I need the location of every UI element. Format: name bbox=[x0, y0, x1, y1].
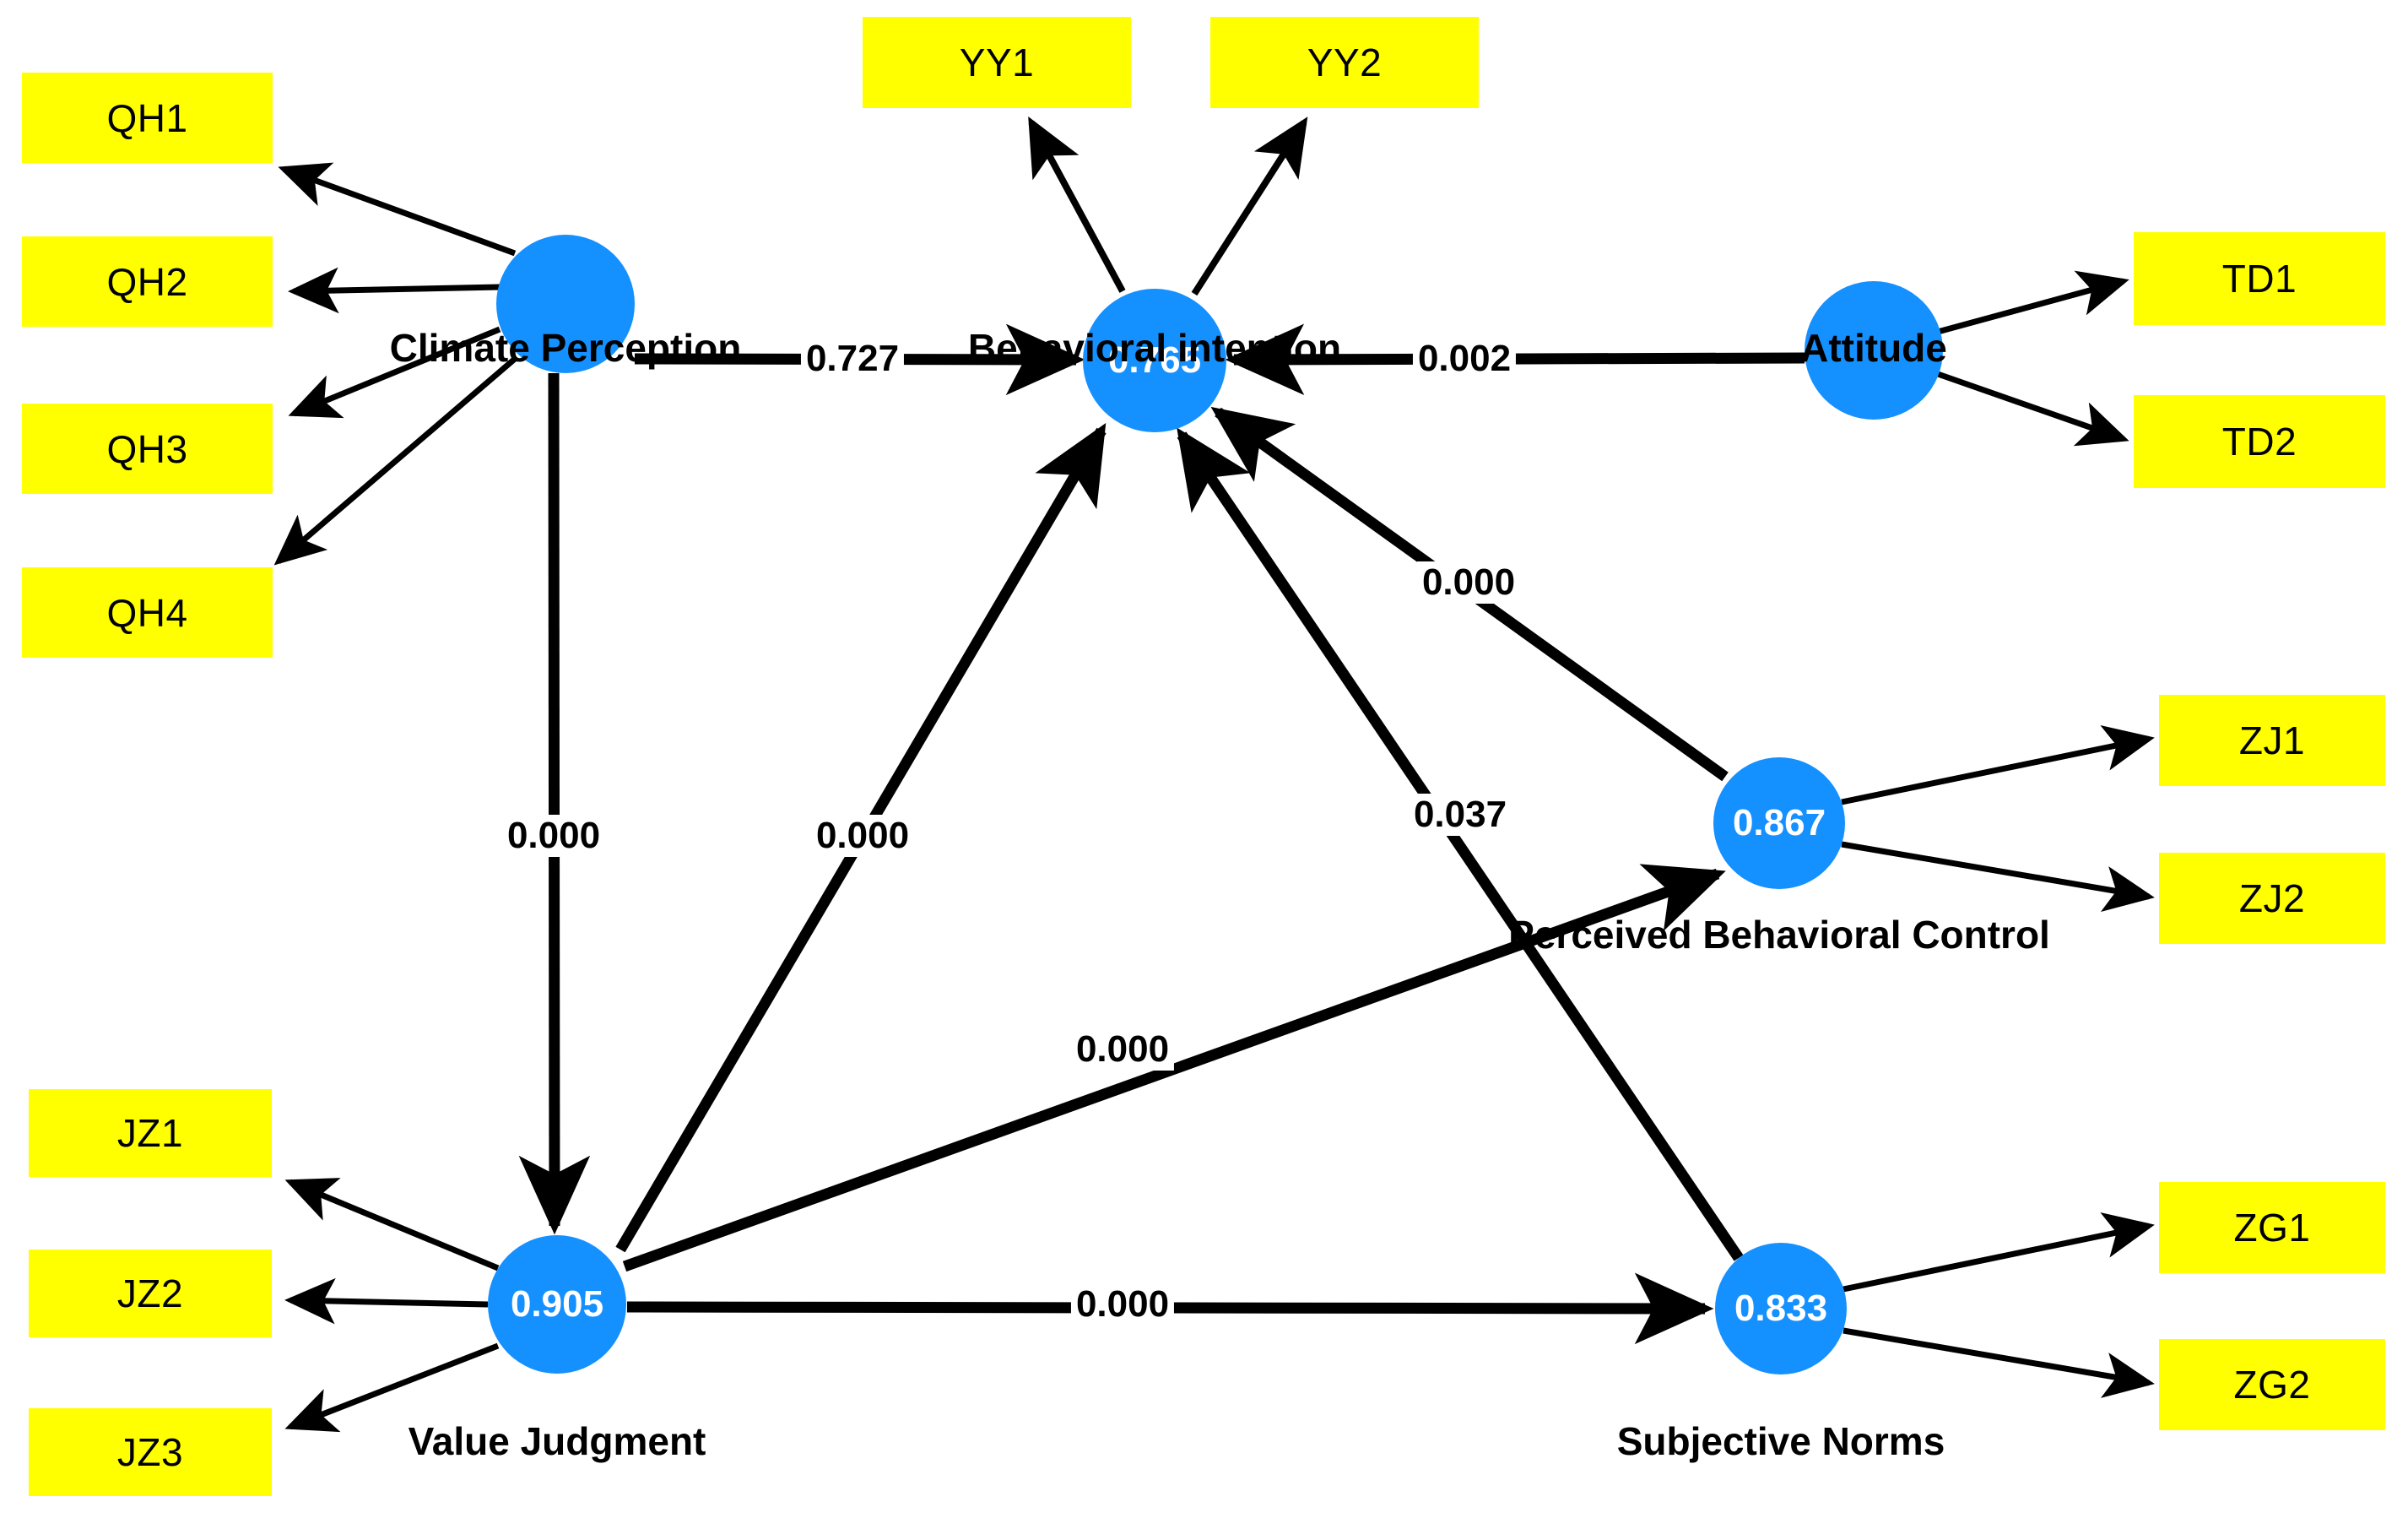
path-label-cp-to-bi: 0.727 bbox=[800, 338, 905, 380]
indicator-box-qh4[interactable]: QH4 bbox=[22, 567, 273, 658]
edge-cp-qh1 bbox=[278, 162, 517, 257]
edge-at-td1 bbox=[1937, 270, 2129, 335]
construct-label-attitude: Attitude bbox=[1800, 326, 1947, 370]
construct-label-behavioral-intention: Behavioral intention bbox=[967, 326, 1342, 370]
indicator-box-zj2[interactable]: ZJ2 bbox=[2159, 853, 2385, 944]
construct-label-climate-perception: Climate Perception bbox=[389, 326, 742, 370]
indicator-box-td2[interactable]: TD2 bbox=[2134, 395, 2385, 488]
measurement-edges-behavioral-intention bbox=[1028, 116, 1308, 296]
node-attitude[interactable] bbox=[1805, 281, 1943, 420]
edge-cp-to-vj bbox=[518, 372, 591, 1235]
indicator-box-zg1[interactable]: ZG1 bbox=[2159, 1182, 2385, 1273]
path-label-vj-to-pbc: 0.000 bbox=[1070, 1028, 1175, 1071]
node-behavioral-intention[interactable] bbox=[1083, 289, 1226, 432]
edge-vj-jz3 bbox=[284, 1342, 500, 1433]
path-label-sn-to-bi: 0.037 bbox=[1408, 794, 1512, 836]
node-perceived-behavioral-control[interactable] bbox=[1713, 757, 1845, 889]
edge-sn-to-bi bbox=[1177, 427, 1744, 1261]
edge-bi-yy1 bbox=[1028, 116, 1126, 293]
path-label-pbc-to-bi: 0.000 bbox=[1416, 561, 1521, 604]
edge-at-td2 bbox=[1936, 371, 2129, 447]
path-label-vj-to-bi: 0.000 bbox=[810, 815, 915, 857]
edge-at-to-bi bbox=[1225, 323, 1805, 396]
measurement-edges-subjective-norms bbox=[1843, 1212, 2155, 1398]
node-climate-perception[interactable] bbox=[496, 235, 635, 373]
construct-label-perceived-behavioral-control: Perceived Behavioral Control bbox=[1508, 913, 2050, 957]
path-label-cp-to-vj: 0.000 bbox=[501, 815, 606, 857]
node-subjective-norms[interactable] bbox=[1715, 1243, 1847, 1374]
indicator-box-jz1[interactable]: JZ1 bbox=[29, 1089, 272, 1177]
edge-vj-jz1 bbox=[284, 1178, 500, 1271]
edge-vj-jz2 bbox=[284, 1277, 489, 1325]
edge-cp-qh3 bbox=[288, 326, 501, 419]
indicator-box-qh3[interactable]: QH3 bbox=[22, 404, 273, 494]
construct-label-subjective-norms: Subjective Norms bbox=[1616, 1419, 1945, 1463]
node-value-judgment[interactable] bbox=[488, 1235, 626, 1374]
indicator-box-qh1[interactable]: QH1 bbox=[22, 73, 273, 163]
edge-cp-qh2 bbox=[288, 267, 501, 314]
measurement-edges-pbc bbox=[1841, 724, 2155, 912]
edge-sn-zg1 bbox=[1843, 1212, 2155, 1293]
indicator-box-yy2[interactable]: YY2 bbox=[1210, 17, 1479, 108]
construct-nodes bbox=[488, 235, 1943, 1374]
edge-bi-yy2 bbox=[1191, 117, 1308, 296]
construct-label-value-judgment: Value Judgment bbox=[408, 1419, 706, 1463]
measurement-edges-attitude bbox=[1936, 270, 2129, 447]
indicator-box-jz2[interactable]: JZ2 bbox=[29, 1250, 272, 1337]
indicator-box-td1[interactable]: TD1 bbox=[2134, 232, 2385, 325]
measurement-edges-value-judgment bbox=[284, 1178, 500, 1433]
edge-pbc-zj2 bbox=[1841, 841, 2155, 912]
indicator-box-jz3[interactable]: JZ3 bbox=[29, 1408, 272, 1496]
indicator-box-zj1[interactable]: ZJ1 bbox=[2159, 695, 2385, 786]
path-label-at-to-bi: 0.002 bbox=[1412, 338, 1517, 380]
measurement-edges-climate-perception bbox=[273, 162, 517, 566]
edge-sn-zg2 bbox=[1843, 1327, 2155, 1398]
indicator-box-zg2[interactable]: ZG2 bbox=[2159, 1339, 2385, 1430]
indicator-box-yy1[interactable]: YY1 bbox=[863, 17, 1131, 108]
structural-edges bbox=[518, 323, 1805, 1345]
edge-cp-qh4 bbox=[273, 356, 517, 566]
indicator-box-qh2[interactable]: QH2 bbox=[22, 236, 273, 327]
path-label-vj-to-sn: 0.000 bbox=[1070, 1283, 1175, 1326]
edge-pbc-zj1 bbox=[1841, 724, 2155, 805]
